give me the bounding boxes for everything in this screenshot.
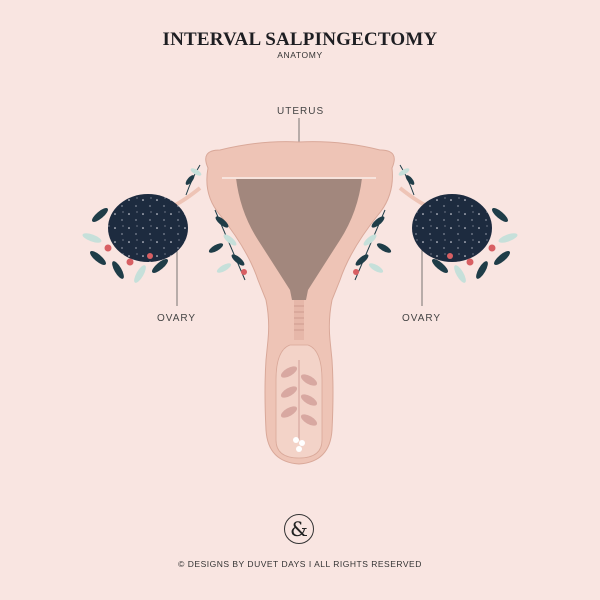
ovary-right xyxy=(412,194,492,262)
cervical-canal xyxy=(294,300,304,340)
vine-center xyxy=(280,360,318,452)
ovary-left xyxy=(108,194,188,262)
sprig-top-left xyxy=(185,164,202,196)
sprig-top-right xyxy=(398,164,415,196)
diagram-title: INTERVAL SALPINGECTOMY xyxy=(162,29,438,50)
brand-logo: & xyxy=(284,514,314,544)
vine-right-inner xyxy=(353,209,392,281)
uterine-cavity xyxy=(236,178,362,300)
copyright-footer: © DESIGNS BY DUVET DAYS I ALL RIGHTS RES… xyxy=(178,559,422,569)
tube-right xyxy=(398,186,426,207)
label-ovary-right: OVARY xyxy=(402,313,442,324)
diagram-subtitle: ANATOMY xyxy=(277,50,323,60)
label-uterus: UTERUS xyxy=(277,106,325,117)
foliage-left-ovary xyxy=(82,208,168,283)
vine-left-inner xyxy=(208,209,247,281)
label-ovary-left: OVARY xyxy=(157,313,197,324)
foliage-right-ovary xyxy=(432,208,518,283)
tube-left xyxy=(174,186,202,207)
